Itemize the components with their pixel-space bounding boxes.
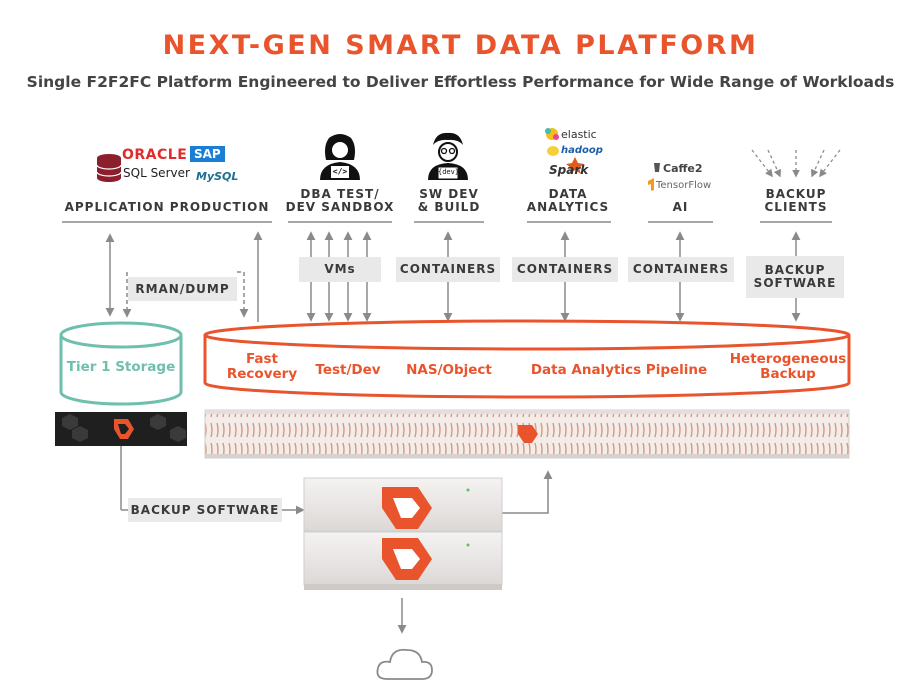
tensorflow-logo: TensorFlow [656, 180, 712, 191]
backup-software-box-line1: BACKUP [764, 263, 826, 277]
cloud-icon [376, 648, 433, 680]
backup-clients-label-line1: BACKUP [765, 187, 827, 201]
dba-label-line1: DBA TEST/ [300, 187, 380, 201]
elastic-logo: elastic [561, 128, 597, 141]
tensorflow-icon [648, 178, 654, 191]
fast-recovery-line2: Recovery [226, 366, 298, 382]
platform-cylinder-body [203, 335, 851, 399]
data-analytics-label-line2: ANALYTICS [526, 200, 610, 214]
hadoop-icon [547, 146, 559, 156]
page-title: NEXT-GEN SMART DATA PLATFORM [162, 30, 759, 61]
sqlserver-logo: SQL Server [123, 166, 190, 180]
platform-pure-logo [518, 425, 538, 443]
spark-icon [566, 157, 584, 174]
mysql-logo: MySQL [196, 170, 239, 183]
data-analytics-label-line1: DATA [548, 187, 588, 201]
code-tag: </> [332, 167, 348, 176]
backup-software-box-line2: SOFTWARE [753, 276, 837, 290]
app-production-label: APPLICATION PRODUCTION [64, 200, 270, 214]
containers-box-analytics: CONTAINERS [512, 257, 618, 282]
tier1-storage-label: Tier 1 Storage [66, 359, 176, 375]
data-analytics-pipeline-label: Data Analytics Pipeline [530, 362, 708, 378]
heterogeneous-backup-line2: Backup [760, 366, 816, 382]
page-subtitle: Single F2F2FC Platform Engineered to Del… [26, 73, 895, 91]
dev-person-icon [428, 132, 468, 180]
tier1-cylinder-top [59, 321, 183, 349]
platform-cylinder-top [203, 319, 851, 351]
tier1-cylinder-body [59, 335, 183, 406]
oracle-logo: ORACLE [122, 147, 188, 163]
vms-box: VMs [299, 257, 381, 282]
caffe-logo: Caffe2 [663, 162, 703, 175]
rman-dash-right [237, 271, 249, 318]
caffe-icon [654, 163, 660, 172]
swdev-label-line1: SW DEV [419, 187, 479, 201]
dev-tag: {dev} [438, 168, 460, 176]
backup-clients-label-line2: CLIENTS [764, 200, 828, 214]
ai-label: AI [672, 200, 689, 214]
heterogeneous-backup-line1: Heterogeneous [729, 351, 847, 367]
dba-label-line2: DEV SANDBOX [285, 200, 395, 214]
nas-object-label: NAS/Object [406, 362, 492, 378]
hadoop-logo: hadoop [561, 145, 603, 156]
flasharray-to-platform-arrow [502, 470, 553, 514]
dba-person-icon [320, 134, 360, 180]
sap-logo: SAP [190, 146, 225, 162]
containers-box-swdev: CONTAINERS [396, 257, 500, 282]
rman-dump-box: RMAN/DUMP [128, 277, 237, 301]
containers-box-ai: CONTAINERS [628, 257, 734, 282]
swdev-label-line2: & BUILD [417, 200, 481, 214]
spark-logo: Spark [549, 163, 589, 177]
backup-software-box-lower: BACKUP SOFTWARE [128, 498, 282, 522]
database-icon [96, 154, 122, 182]
fast-recovery-line1: Fast [245, 351, 279, 367]
testdev-label: Test/Dev [315, 362, 381, 378]
